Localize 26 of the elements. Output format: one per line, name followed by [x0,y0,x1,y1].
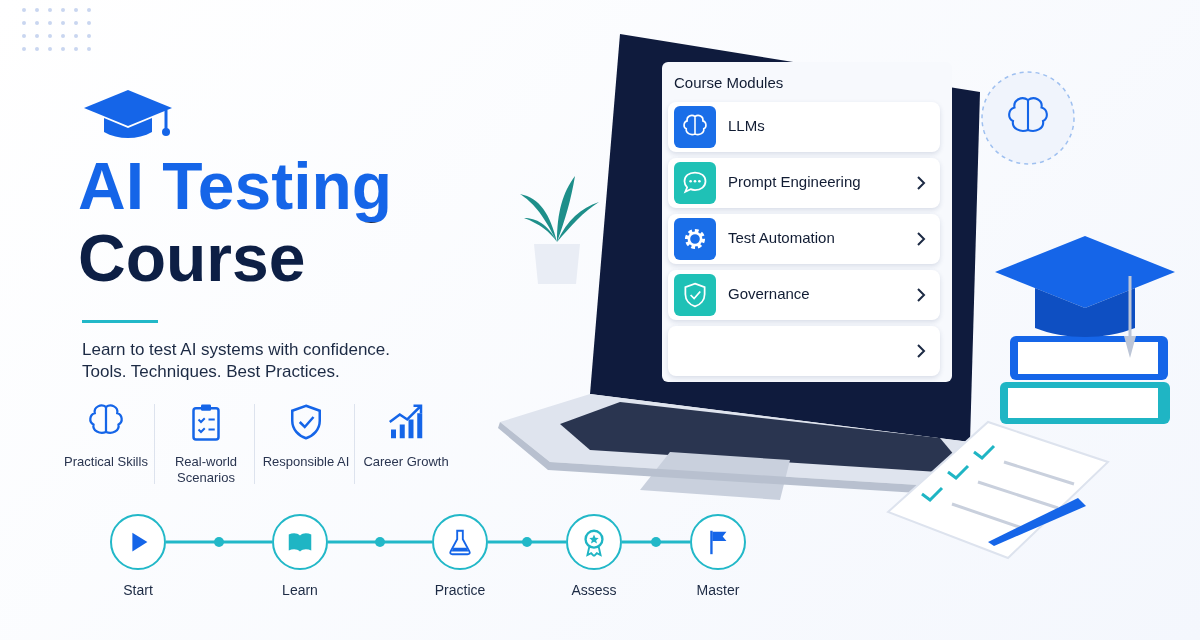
feature-label: Real-world Scenarios [173,454,239,486]
module-card [668,214,940,264]
module-title: LLMs [728,117,765,134]
module-card [668,102,940,152]
connector-line [622,537,690,547]
panel-heading: Course Modules [674,74,784,91]
connector-line [488,537,566,547]
tagline: Learn to test AI systems with confidence. [82,340,391,360]
screen-panel [662,62,952,382]
step-label: Assess [570,582,618,598]
module-title: Test Automation [728,229,835,246]
step-label: Master [695,582,741,598]
feature-label: Career Growth [362,454,450,470]
connector-line [166,537,272,547]
step-label: Learn [281,582,319,598]
module-card [668,158,940,208]
tagline: Tools. Techniques. Best Practices. [82,362,340,382]
module-title: Prompt Engineering [728,173,861,190]
feature-label: Responsible AI [261,454,351,470]
feature-label: Practical Skills [63,454,149,470]
step-label: Practice [433,582,487,598]
module-card [668,270,940,320]
connector-line [328,537,432,547]
module-title: Governance [728,285,810,302]
step-label: Start [122,582,154,598]
module-card [668,326,940,376]
